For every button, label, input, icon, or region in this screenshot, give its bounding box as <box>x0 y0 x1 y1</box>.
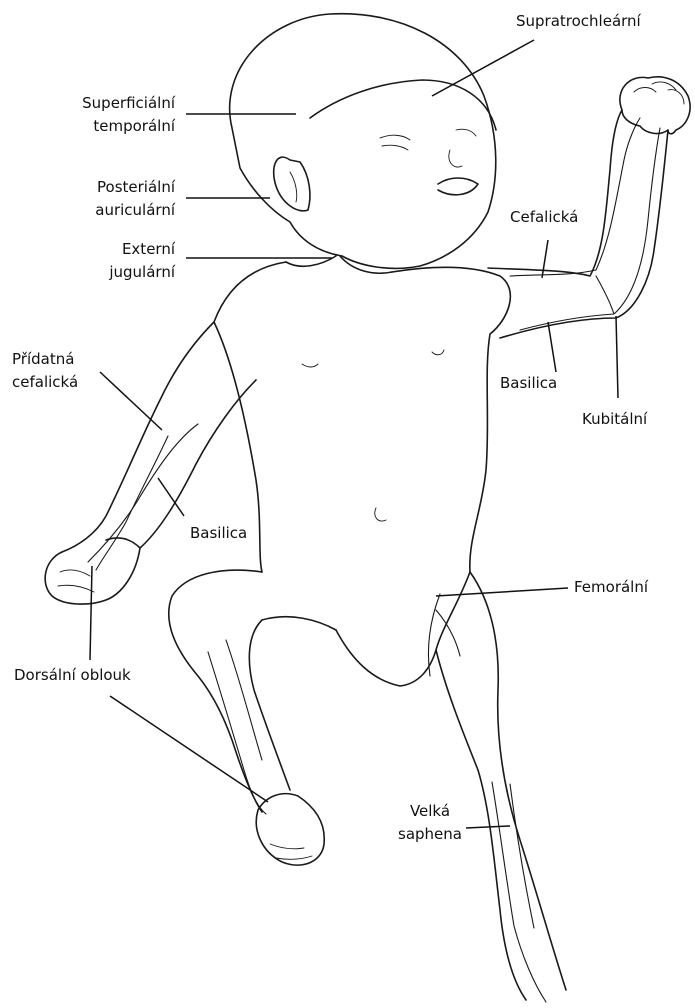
label-superficialni-line2: temporální <box>60 115 175 138</box>
label-velka-line2: saphena <box>390 823 470 846</box>
label-supratrochlearni-text: Supratrochleární <box>516 10 641 33</box>
label-velka-line1: Velká <box>390 800 470 823</box>
label-cefalicka: Cefalická <box>510 206 578 229</box>
leader-cefalicka <box>542 240 548 278</box>
leader-kubitalni <box>616 316 618 398</box>
label-femoralni-text: Femorální <box>574 576 648 599</box>
label-basilica-left: Basilica <box>190 522 247 545</box>
label-basilica-left-text: Basilica <box>190 522 247 545</box>
label-dorsalni-text: Dorsální oblouk <box>14 664 131 687</box>
label-pridatna-cefalicka: Přídatná cefalická <box>12 348 78 394</box>
leader-dorsalni-b <box>110 696 268 802</box>
label-externi-line2: jugulární <box>60 261 175 284</box>
leader-pridatna <box>100 372 162 430</box>
label-basilica-right: Basilica <box>500 372 557 395</box>
label-externi-jugularni: Externí jugulární <box>60 238 175 284</box>
label-supratrochlearni: Supratrochleární <box>516 10 641 33</box>
label-femoralni: Femorální <box>574 576 648 599</box>
label-velka-saphena: Velká saphena <box>390 800 470 846</box>
leader-basilica-right <box>548 322 556 372</box>
leader-basilica-left <box>158 478 184 516</box>
leader-supratrochlearni <box>432 40 534 96</box>
label-cefalicka-text: Cefalická <box>510 206 578 229</box>
leader-velka <box>466 826 510 828</box>
label-posterialni-line2: auriculární <box>60 199 175 222</box>
leader-dorsalni-a <box>90 566 92 660</box>
label-externi-line1: Externí <box>60 238 175 261</box>
label-kubitalni: Kubitální <box>582 408 647 431</box>
label-dorsalni-oblouk: Dorsální oblouk <box>14 664 131 687</box>
label-kubitalni-text: Kubitální <box>582 408 647 431</box>
label-superficialni-line1: Superficiální <box>60 92 175 115</box>
label-superficialni-temporalni: Superficiální temporální <box>60 92 175 138</box>
label-posterialni-line1: Posteriální <box>60 176 175 199</box>
label-posterialni-auricularni: Posteriální auriculární <box>60 176 175 222</box>
label-pridatna-line2: cefalická <box>12 371 78 394</box>
label-pridatna-line1: Přídatná <box>12 348 78 371</box>
leader-femoralni <box>436 588 568 596</box>
label-basilica-right-text: Basilica <box>500 372 557 395</box>
